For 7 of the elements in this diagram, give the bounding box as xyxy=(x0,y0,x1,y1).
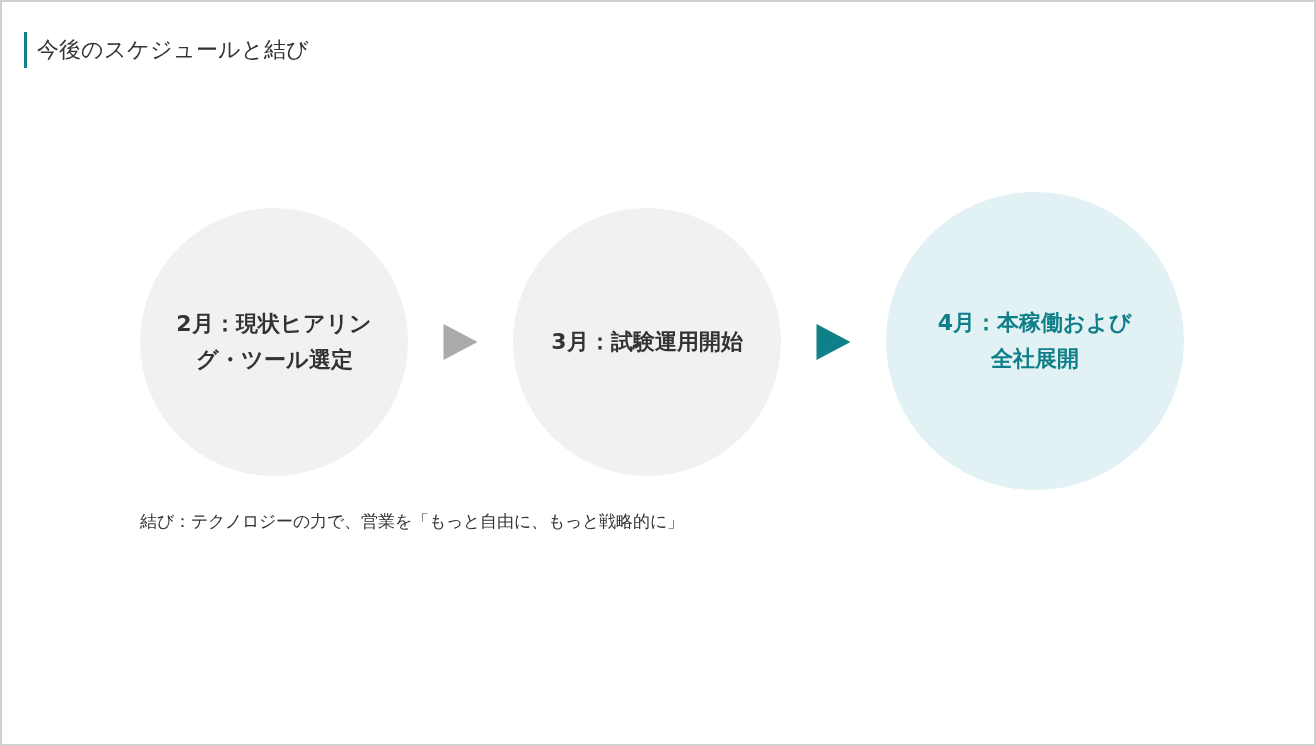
step-label: 2月：現状ヒアリング・ツール選定 xyxy=(175,310,373,374)
closing-note: 結び：テクノロジーの力で、営業を「もっと自由に、もっと戦略的に」 xyxy=(140,510,684,533)
arrow xyxy=(443,324,478,360)
arrow xyxy=(816,324,851,360)
step-label: 3月：試験運用開始 xyxy=(550,328,744,356)
step-label: 4月：本稼働および全社展開 xyxy=(936,309,1134,373)
slide-title: 今後のスケジュールと結び xyxy=(24,32,309,68)
